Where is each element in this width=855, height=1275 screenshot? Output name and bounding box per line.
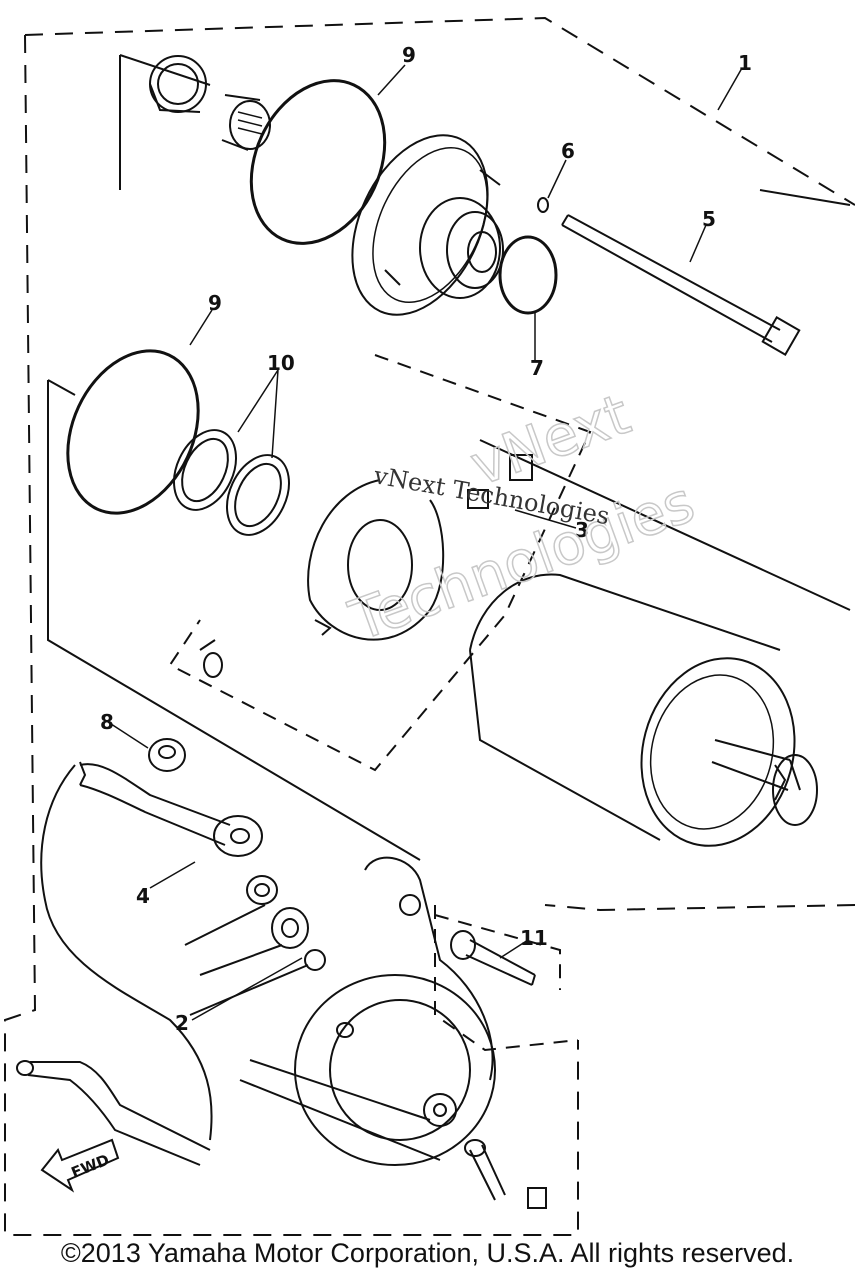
callout-9-upper: 9 — [402, 43, 416, 67]
motor-yoke — [469, 573, 818, 847]
hex-nut — [148, 738, 186, 772]
callout-5: 5 — [702, 207, 716, 231]
callout-8: 8 — [100, 710, 114, 734]
lock-washer — [537, 197, 549, 213]
callout-6: 6 — [561, 139, 575, 163]
callout-4: 4 — [136, 884, 150, 908]
callout-10: 10 — [267, 351, 295, 375]
needle-bearing — [221, 94, 271, 151]
callout-11: 11 — [520, 926, 548, 950]
rear-cover — [239, 856, 496, 1166]
brush-spring — [199, 639, 223, 678]
callout-1: 1 — [738, 51, 752, 75]
callout-9-lower: 9 — [208, 291, 222, 315]
leader-lines — [107, 64, 743, 1021]
mounting-bolt — [450, 930, 536, 986]
cable-terminal — [16, 1060, 211, 1166]
oil-seal — [149, 55, 207, 113]
o-ring-small — [498, 235, 558, 315]
insulator-washers — [184, 875, 326, 1016]
callout-2: 2 — [175, 1011, 189, 1035]
terminal-bolt — [464, 1139, 547, 1209]
copyright-notice: ©2013 Yamaha Motor Corporation, U.S.A. A… — [60, 1238, 795, 1268]
brush-plate — [307, 479, 445, 641]
shim-washers — [173, 429, 290, 536]
brush-set — [467, 454, 533, 509]
through-bolt — [561, 214, 801, 356]
callout-3: 3 — [575, 518, 589, 542]
forward-arrow — [40, 1138, 120, 1193]
front-cover — [351, 134, 504, 316]
brush-plate-group-outline — [168, 354, 592, 772]
bolt-group-outline — [434, 905, 579, 1052]
starter-motor-exploded-diagram: 1 9 6 5 7 9 10 3 8 4 2 11 FWD vNext Tech… — [4, 16, 855, 1236]
yoke-group-outline — [47, 379, 851, 861]
o-ring-upper — [249, 79, 387, 245]
starter-cable — [40, 761, 263, 1141]
assembly-boundary-dashed — [4, 16, 855, 1236]
callout-7: 7 — [530, 356, 544, 380]
o-ring-lower — [66, 349, 200, 515]
